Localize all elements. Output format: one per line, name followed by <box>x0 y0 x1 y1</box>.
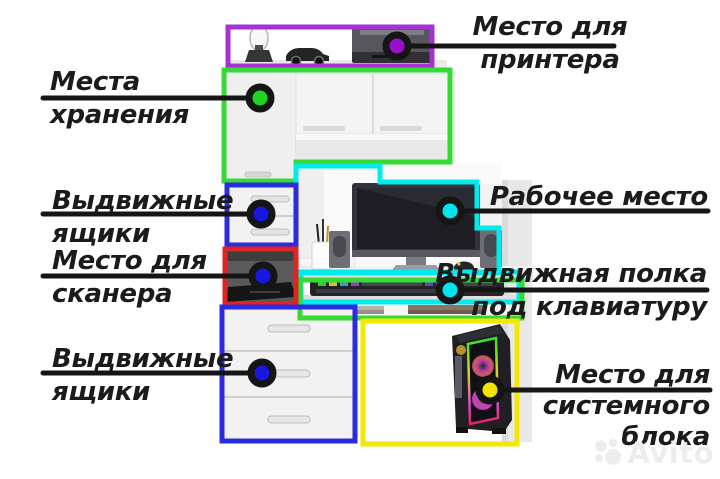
workspace-label: Рабочее место <box>490 182 708 212</box>
keyboard-shelf-label-line1: Выдвижная полка <box>435 259 707 289</box>
workspace-callout-dot <box>435 196 465 226</box>
system-unit-label: Место для системного блока <box>542 360 711 452</box>
printer-label: Место для принтера <box>462 12 638 75</box>
scanner-label-line1: Место для <box>52 246 207 276</box>
upper-drawers-label-line1: Выдвижные <box>52 186 234 216</box>
upper-drawers-callout-dot <box>246 199 276 229</box>
callout-lines <box>40 43 713 393</box>
storage-callout-dot <box>245 83 275 113</box>
keyboard-shelf-board <box>302 295 520 303</box>
system-unit-label-line3: блока <box>621 422 710 452</box>
workspace-label-line1: Рабочее место <box>489 182 708 212</box>
system-unit-label-line1: Место для <box>555 360 710 390</box>
printer-label-line1: Место для <box>472 12 628 42</box>
lower-drawers-label-line2: ящики <box>52 377 151 407</box>
storage-label-line1: Места <box>50 67 141 97</box>
avito-watermark: Avito <box>592 436 714 470</box>
storage-label-line2: хранения <box>50 100 190 130</box>
decor-lamp <box>245 24 273 62</box>
avito-logo-icon <box>595 439 622 465</box>
printer-callout-dot <box>382 31 412 61</box>
system-callout-dot <box>475 375 505 405</box>
avito-watermark-text: Avito <box>627 436 714 470</box>
lower-drawers-callout-dot <box>247 358 277 388</box>
keyboard-callout-dot <box>435 275 465 305</box>
keyboard-shelf-label: Выдвижная полка под клавиатуру <box>435 259 707 322</box>
system-unit-label-line2: системного <box>542 391 711 421</box>
lower-drawers-label-line1: Выдвижные <box>52 344 234 374</box>
printer-label-line2: принтера <box>480 45 620 75</box>
system-zone-outline <box>360 318 520 447</box>
keyboard-zone-outline <box>297 277 525 321</box>
decor-car-model <box>286 48 329 67</box>
pen-cup <box>311 219 333 270</box>
scanner-label-line2: сканера <box>52 279 173 309</box>
lower-drawers-label: Выдвижные ящики <box>52 344 234 407</box>
storage-zone-outline <box>221 67 453 184</box>
upper-drawers-label: Выдвижные ящики <box>52 186 234 249</box>
monitor-illustration <box>352 183 480 270</box>
scanner-callout-dot <box>248 261 278 291</box>
upper-drawers-label-line2: ящики <box>52 219 151 249</box>
storage-label: Места хранения <box>50 67 189 130</box>
scanner-label: Место для сканера <box>52 246 207 309</box>
keyboard-shelf-label-line2: под клавиатуру <box>471 292 707 322</box>
callout-dots <box>245 31 505 405</box>
speaker-left <box>329 231 350 268</box>
